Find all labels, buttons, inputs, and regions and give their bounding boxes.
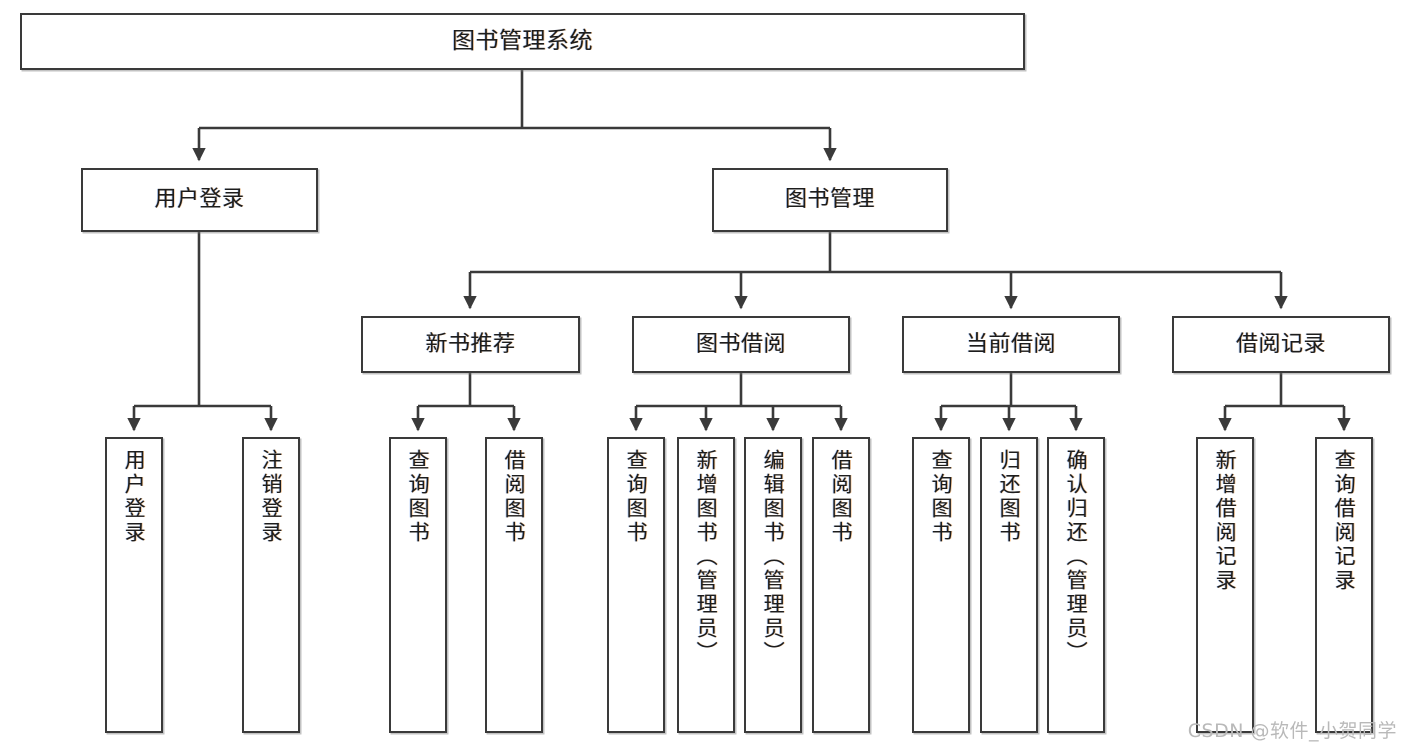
node-label: 图书管理 (784, 187, 875, 213)
node-borrow-record[interactable]: 借阅记录 (1172, 316, 1390, 373)
leaf-borrow-book[interactable]: 借阅图书 (812, 437, 870, 733)
leaf-confirm-return-admin[interactable]: 确认归还（管理员） (1047, 437, 1105, 733)
node-book-management[interactable]: 图书管理 (712, 168, 948, 232)
leaf-borrow-book-recommend[interactable]: 借阅图书 (485, 437, 543, 733)
node-label: 图书借阅 (695, 331, 786, 357)
node-label: 查询图书 (624, 449, 649, 545)
node-new-book-recommend[interactable]: 新书推荐 (361, 316, 580, 373)
node-book-borrow[interactable]: 图书借阅 (632, 316, 850, 373)
node-label: 新增借阅记录 (1213, 449, 1238, 593)
node-user-login[interactable]: 用户登录 (81, 168, 318, 232)
leaf-add-borrow-record[interactable]: 新增借阅记录 (1196, 437, 1254, 733)
node-current-borrow[interactable]: 当前借阅 (902, 316, 1120, 373)
leaf-edit-book-admin[interactable]: 编辑图书（管理员） (744, 437, 802, 733)
node-label: 查询借阅记录 (1332, 449, 1357, 593)
leaf-query-borrow-record[interactable]: 查询借阅记录 (1315, 437, 1373, 733)
leaf-return-book[interactable]: 归还图书 (980, 437, 1038, 733)
node-label: 确认归还（管理员） (1064, 449, 1089, 665)
node-label: 用户登录 (122, 449, 147, 545)
node-label: 图书管理系统 (452, 27, 593, 54)
node-label: 归还图书 (997, 449, 1022, 545)
node-label: 查询图书 (929, 449, 954, 545)
node-label: 注销登录 (259, 449, 284, 545)
node-label: 借阅记录 (1235, 331, 1326, 357)
leaf-query-book-current[interactable]: 查询图书 (912, 437, 970, 733)
leaf-query-book-borrow[interactable]: 查询图书 (607, 437, 665, 733)
leaf-logout[interactable]: 注销登录 (242, 437, 300, 733)
node-label: 新增图书（管理员） (694, 449, 719, 665)
leaf-add-book-admin[interactable]: 新增图书（管理员） (677, 437, 735, 733)
node-label: 编辑图书（管理员） (761, 449, 786, 665)
node-label: 当前借阅 (965, 331, 1056, 357)
node-label: 用户登录 (154, 187, 245, 213)
leaf-user-login[interactable]: 用户登录 (105, 437, 163, 733)
node-label: 借阅图书 (502, 449, 527, 545)
node-book-management-system[interactable]: 图书管理系统 (20, 13, 1025, 70)
node-label: 新书推荐 (425, 331, 516, 357)
node-label: 借阅图书 (829, 449, 854, 545)
watermark: CSDN @软件_小贺同学 (1187, 720, 1397, 742)
leaf-query-book-recommend[interactable]: 查询图书 (389, 437, 447, 733)
node-label: 查询图书 (406, 449, 431, 545)
